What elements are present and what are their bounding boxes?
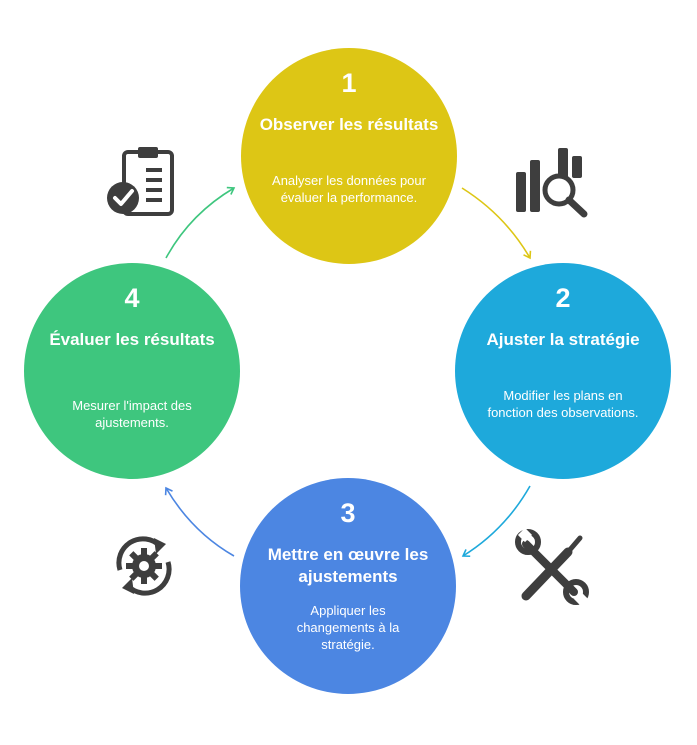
step-description: Appliquer les changements à la stratégie… — [296, 603, 400, 652]
step-number: 2 — [555, 283, 571, 313]
step-number: 1 — [341, 68, 357, 98]
gear-cycle-icon — [108, 530, 180, 607]
step-number: 4 — [124, 283, 140, 313]
step-title: Observer les résultats — [259, 115, 439, 134]
step-description: Modifier les plans en fonction des obser… — [487, 388, 639, 420]
arrow-2-to-3 — [461, 485, 531, 558]
step-title: Évaluer les résultats — [49, 330, 215, 349]
step-description: Analyser les données pour évaluer la per… — [272, 173, 426, 205]
step-title: Ajuster la stratégie — [486, 330, 640, 349]
arrow-4-to-1 — [165, 186, 236, 259]
step-title: Mettre en œuvre les ajustements — [267, 545, 429, 586]
step-1-circle: 1 Observer les résultats Analyser les do… — [241, 48, 457, 264]
tools-icon — [515, 527, 590, 609]
checklist-icon — [106, 146, 178, 223]
arrow-1-to-2 — [461, 187, 532, 260]
step-4-circle: 4 Évaluer les résultats Mesurer l'impact… — [24, 263, 240, 479]
step-number: 3 — [340, 498, 356, 528]
arrow-3-to-4 — [164, 486, 235, 557]
step-description: Mesurer l'impact des ajustements. — [72, 398, 192, 430]
chart-magnifier-icon — [514, 146, 590, 223]
step-2-circle: 2 Ajuster la stratégie Modifier les plan… — [455, 263, 671, 479]
step-3-circle: 3 Mettre en œuvre les ajustements Appliq… — [240, 478, 456, 694]
